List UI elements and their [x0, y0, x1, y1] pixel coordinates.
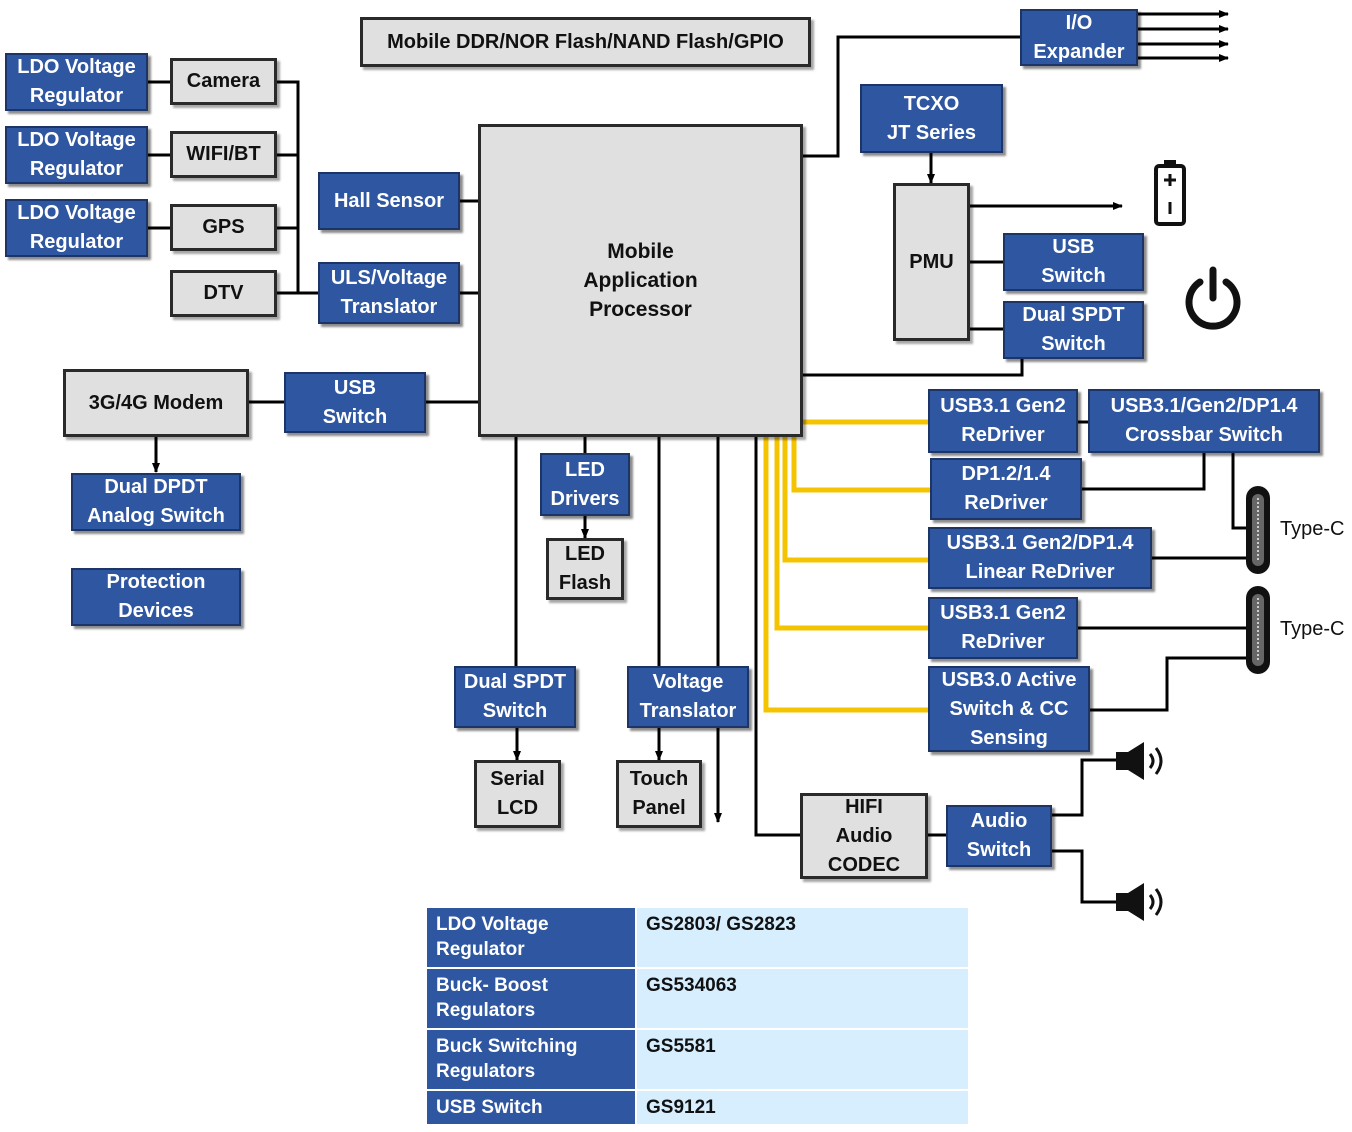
part-category: Buck Switching Regulators: [425, 1028, 637, 1091]
usb30-active-switch-block: USB3.0 Active Switch & CC Sensing: [928, 666, 1090, 752]
part-number: GS534063: [635, 967, 970, 1030]
ldo-regulator-3: LDO Voltage Regulator: [5, 199, 148, 257]
part-number: GS2803/ GS2823: [635, 906, 970, 969]
touch-panel-block: Touch Panel: [616, 760, 702, 828]
uls-translator-block: ULS/Voltage Translator: [318, 262, 460, 324]
io-expander-block: I/O Expander: [1020, 9, 1138, 66]
hall-sensor-block: Hall Sensor: [318, 172, 460, 230]
power-icon: [1185, 266, 1241, 330]
table-row: Buck- Boost Regulators GS534063: [425, 967, 970, 1030]
pmu-block: PMU: [893, 183, 970, 341]
modem-block: 3G/4G Modem: [63, 369, 249, 437]
usb31-redriver-2-block: USB3.1 Gen2 ReDriver: [928, 597, 1078, 659]
table-row: LDO Voltage Regulator GS2803/ GS2823: [425, 906, 970, 969]
voltage-translator-block: Voltage Translator: [627, 666, 749, 728]
usb-switch-modem-block: USB Switch: [284, 372, 426, 433]
dual-spdt-pmu-block: Dual SPDT Switch: [1003, 301, 1144, 359]
type-c-connector-icon: [1246, 586, 1270, 674]
part-number: GS9121: [635, 1089, 970, 1126]
led-drivers-block: LED Drivers: [540, 453, 630, 516]
highspeed-bus: [763, 419, 930, 713]
dual-dpdt-block: Dual DPDT Analog Switch: [71, 473, 241, 531]
part-category: USB Switch: [425, 1089, 637, 1126]
usb31-redriver-1-block: USB3.1 Gen2 ReDriver: [928, 389, 1078, 453]
hifi-audio-codec-block: HIFI Audio CODEC: [800, 793, 928, 879]
table-row: USB Switch GS9121: [425, 1089, 970, 1126]
usb-switch-pmu-block: USB Switch: [1003, 233, 1144, 291]
tcxo-block: TCXO JT Series: [860, 84, 1003, 153]
serial-lcd-block: Serial LCD: [474, 760, 561, 828]
memory-block: Mobile DDR/NOR Flash/NAND Flash/GPIO: [360, 17, 811, 67]
led-flash-block: LED Flash: [546, 538, 624, 600]
camera-block: Camera: [170, 58, 277, 105]
dual-spdt-lcd-block: Dual SPDT Switch: [454, 666, 576, 728]
crossbar-switch-block: USB3.1/Gen2/DP1.4 Crossbar Switch: [1088, 389, 1320, 453]
part-category: Buck- Boost Regulators: [425, 967, 637, 1030]
type-c-connector-icon: [1246, 486, 1270, 574]
battery-icon: [1154, 160, 1186, 226]
type-c-label-2: Type-C: [1280, 618, 1345, 640]
ldo-regulator-1: LDO Voltage Regulator: [5, 53, 148, 111]
audio-switch-block: Audio Switch: [946, 805, 1052, 867]
parts-table: LDO Voltage Regulator GS2803/ GS2823 Buc…: [425, 906, 970, 1126]
application-processor: Mobile Application Processor: [478, 124, 803, 437]
table-row: Buck Switching Regulators GS5581: [425, 1028, 970, 1091]
part-category: LDO Voltage Regulator: [425, 906, 637, 969]
speaker-icon: [1116, 742, 1163, 780]
part-number: GS5581: [635, 1028, 970, 1091]
dtv-block: DTV: [170, 270, 277, 317]
gps-block: GPS: [170, 204, 277, 251]
protection-devices-block: Protection Devices: [71, 568, 241, 626]
dp-redriver-block: DP1.2/1.4 ReDriver: [930, 458, 1082, 520]
wifi-bt-block: WIFI/BT: [170, 131, 277, 178]
type-c-label-1: Type-C: [1280, 518, 1345, 540]
ldo-regulator-2: LDO Voltage Regulator: [5, 126, 148, 184]
speaker-icon: [1116, 883, 1163, 921]
linear-redriver-block: USB3.1 Gen2/DP1.4 Linear ReDriver: [928, 527, 1152, 589]
